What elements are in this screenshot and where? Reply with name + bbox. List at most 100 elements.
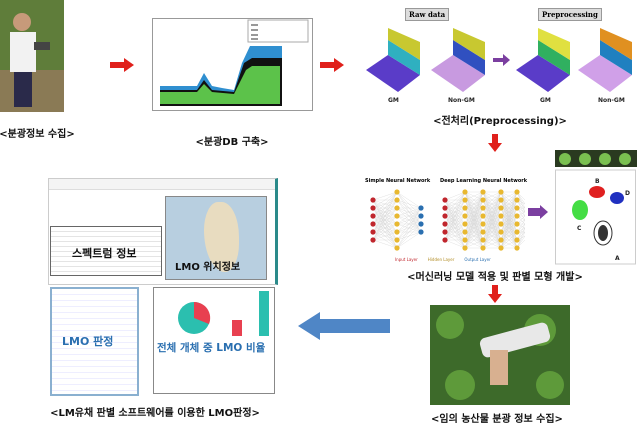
legend-hidden: Hidden Layer (427, 257, 455, 262)
arrow-right-icon (110, 58, 134, 72)
spectral-db-chart (152, 18, 313, 111)
neuron (394, 189, 400, 195)
cluster-label: D (625, 190, 630, 197)
neuron (394, 213, 400, 219)
neuron (498, 189, 504, 195)
neuron (514, 229, 520, 235)
simple-nn-title: Simple Neural Network (365, 178, 431, 184)
neuron (480, 197, 486, 203)
neuron (418, 213, 424, 219)
neuron (514, 197, 520, 203)
lmo-location-label: LMO 위치정보 (175, 262, 241, 273)
neuron (498, 213, 504, 219)
plot-label: Non-GM (448, 97, 475, 104)
legend-input: Input Layer (395, 257, 418, 262)
neuron (462, 205, 468, 211)
deep-nn-title: Deep Learning Neural Network (440, 178, 528, 184)
cluster-label: A (615, 255, 620, 262)
neuron (462, 229, 468, 235)
neuron (462, 245, 468, 251)
neuron (480, 205, 486, 211)
neuron (514, 237, 520, 243)
arrow-down-icon (488, 285, 502, 303)
legend-output: Output Layer (464, 257, 491, 262)
arrow-left-icon (298, 312, 390, 340)
neuron (514, 189, 520, 195)
lmo-judgement-table (50, 287, 139, 396)
preprocessing-label: Preprocessing (538, 8, 602, 21)
neuron (498, 221, 504, 227)
plot-pre-nongm (578, 28, 632, 92)
neuron (394, 205, 400, 211)
plot-pre-gm (516, 28, 570, 92)
arrow-right-icon (320, 58, 344, 72)
cluster-label: C (577, 225, 582, 232)
plot-label: GM (388, 97, 399, 104)
preprocessing-plots: GM Non-GM GM Non-GM (366, 28, 632, 104)
neuron (418, 205, 424, 211)
field-spectral-photo (430, 305, 570, 405)
neuron (394, 221, 400, 227)
neuron (394, 237, 400, 243)
arrow-down-icon (488, 134, 502, 152)
neuron (394, 245, 400, 251)
neuron (370, 197, 376, 203)
neuron (480, 221, 486, 227)
neuron (370, 229, 376, 235)
caption-software: <LM유채 판별 소프트웨어를 이용한 LMO판정> (50, 408, 260, 419)
neuron (498, 229, 504, 235)
caption-preprocessing: <전처리(Preprocessing)> (433, 116, 567, 127)
neuron (498, 197, 504, 203)
neuron (498, 205, 504, 211)
arrow-right-icon (493, 54, 510, 66)
nn-legend: Input Layer Hidden Layer Output Layer (395, 257, 491, 262)
neuron (370, 205, 376, 211)
lmo-ratio-charts (178, 291, 269, 336)
lmo-ratio-panel (153, 287, 275, 394)
neuron (480, 189, 486, 195)
neuron (418, 229, 424, 235)
neuron (462, 237, 468, 243)
neuron (418, 221, 424, 227)
neuron (442, 221, 448, 227)
neuron (370, 237, 376, 243)
neuron (514, 213, 520, 219)
caption-field: <임의 농산물 분광 정보 수집> (431, 414, 563, 425)
neuron (498, 237, 504, 243)
neuron (514, 221, 520, 227)
neuron (480, 229, 486, 235)
spectral-collection-photo (0, 0, 64, 112)
cluster-scatter: C B D A (555, 150, 637, 265)
plot-raw-nongm (431, 28, 485, 92)
spectrum-table (50, 226, 162, 276)
neuron (442, 237, 448, 243)
neuron (514, 245, 520, 251)
neuron (442, 213, 448, 219)
lmo-judgement-label: LMO 판정 (62, 335, 114, 348)
neuron (394, 229, 400, 235)
neuron (480, 213, 486, 219)
caption-db: <분광DB 구축> (195, 137, 269, 148)
neuron (462, 189, 468, 195)
neuron (442, 229, 448, 235)
lmo-ratio-label: 전체 개체 중 LMO 비율 (157, 342, 266, 354)
neural-network-diagram (370, 189, 525, 251)
neuron (480, 237, 486, 243)
neuron (462, 221, 468, 227)
arrow-right-icon (528, 205, 548, 219)
neuron (442, 205, 448, 211)
neuron (442, 197, 448, 203)
cluster-label: B (595, 178, 600, 185)
spectrum-info-label: 스펙트럼 정보 (72, 247, 137, 260)
neuron (498, 245, 504, 251)
neuron (480, 245, 486, 251)
neuron (394, 197, 400, 203)
plot-label: Non-GM (598, 97, 625, 104)
caption-collect: <분광정보 수집> (0, 129, 75, 140)
raw-data-label: Raw data (405, 8, 450, 21)
lmo-location-map (165, 196, 267, 280)
neuron (462, 213, 468, 219)
plot-label: GM (540, 97, 551, 104)
neuron (370, 221, 376, 227)
neuron (462, 197, 468, 203)
